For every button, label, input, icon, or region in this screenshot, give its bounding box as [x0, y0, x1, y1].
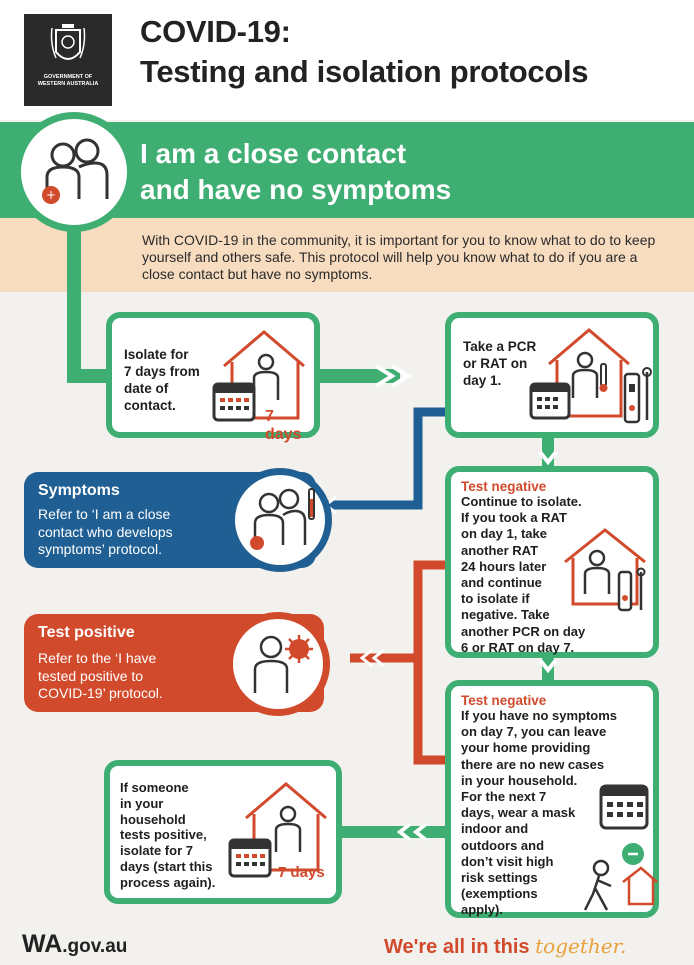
header: [0, 0, 694, 120]
step-isolate-card: Isolate for 7 days from date of contact.…: [106, 312, 320, 443]
virus-icon: [250, 536, 264, 550]
svg-text:+: +: [46, 188, 56, 202]
crest-icon: [50, 24, 86, 60]
step-negative1-card: Test negative Continue to isolate. If yo…: [445, 466, 659, 658]
test-day1-text: Take a PCR or RAT on day 1.: [463, 339, 537, 388]
people-icon: +: [42, 138, 109, 204]
chevron-icon: [538, 658, 558, 674]
logo-line1: GOVERNMENT OF: [43, 74, 93, 80]
negative1-title: Test negative: [461, 479, 547, 494]
chevron-icon: [371, 648, 385, 668]
banner-line1: I am a close contact: [140, 138, 407, 169]
house-test-icon: [529, 328, 652, 424]
banner-line2: and have no symptoms: [140, 174, 452, 205]
isolate-days-label: 7 days: [265, 408, 302, 443]
chevron-icon: [359, 648, 373, 668]
step-test-card: Take a PCR or RAT on day 1.: [445, 312, 659, 438]
house-calendar-icon: [212, 330, 305, 422]
symptoms-title: Symptoms: [38, 482, 120, 499]
chevron-icon: [412, 822, 428, 842]
thermometer-icon: [600, 363, 607, 387]
step-household-card: If someone in your household tests posit…: [104, 760, 342, 904]
rat-test-icon: [623, 372, 641, 424]
negative2-title: Test negative: [461, 693, 547, 708]
page-title: COVID-19:: [140, 14, 291, 49]
chevron-icon: [390, 364, 412, 388]
rat-test-icon: [617, 570, 633, 612]
slogan: We're all in this together.: [384, 934, 627, 958]
step-negative2-card: Test negative If you have no symptoms on…: [445, 680, 659, 918]
household-days-label: 7 days: [278, 864, 325, 881]
close-contact-circle: +: [14, 112, 134, 232]
wa-government-logo: GOVERNMENT OF WESTERN AUSTRALIA: [24, 14, 112, 106]
symptoms-circle: [228, 468, 332, 572]
wa-gov-logo: WA.gov.au: [22, 930, 128, 958]
chevron-icon: [374, 364, 396, 388]
intro-text: With COVID-19 in the community, it is im…: [142, 232, 656, 282]
household-text: If someone in your household tests posit…: [120, 780, 216, 890]
page-subtitle: Testing and isolation protocols: [140, 54, 589, 89]
house-calendar-icon: [228, 782, 327, 878]
logo-line2: WESTERN AUSTRALIA: [37, 81, 99, 87]
isolate-text: Isolate for 7 days from date of contact.: [124, 347, 200, 413]
chevron-icon: [396, 822, 412, 842]
symptoms-text: Refer to ‘I am a close contact who devel…: [38, 506, 173, 557]
person-virus-icon: [253, 635, 313, 693]
positive-circle: [226, 612, 330, 716]
positive-title: Test positive: [38, 624, 135, 641]
house-rat-icon: [564, 528, 646, 612]
people-symptoms-icon: [250, 488, 315, 550]
negative1-text: Continue to isolate. If you took a RAT o…: [461, 494, 586, 655]
calendar-walking-person-icon: [583, 784, 658, 911]
virus-icon: [42, 186, 60, 204]
negative2-text: If you have no symptoms on day 7, you ca…: [461, 708, 618, 918]
chevron-icon: [538, 450, 558, 466]
banner-heading: I am a close contact and have no symptom…: [140, 136, 451, 208]
intro-band: [0, 218, 694, 292]
positive-text: Refer to the ‘I have tested positive to …: [38, 650, 163, 701]
